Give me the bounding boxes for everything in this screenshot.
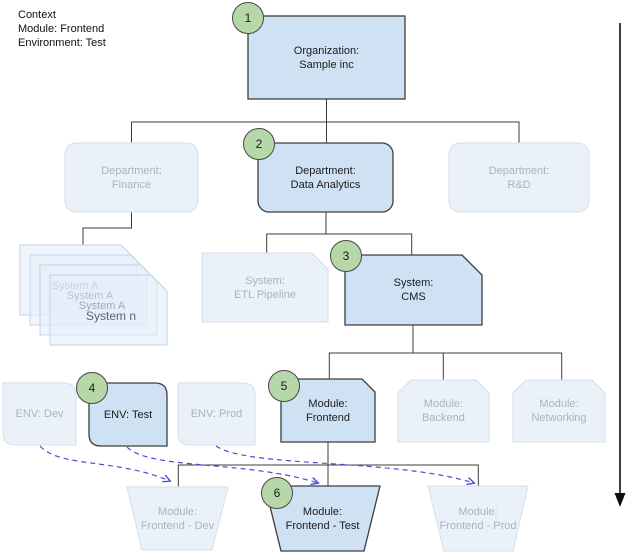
context-block: Context Module: Frontend Environment: Te… (18, 8, 106, 50)
system-stack-line-4: System n (85, 309, 136, 323)
system-stack-line-1: System A (51, 280, 99, 292)
context-environment: Environment: Test (18, 37, 106, 49)
step-badge-1: 1 (232, 2, 264, 34)
system-etl-shape (201, 252, 329, 323)
env-dev-shape (2, 382, 77, 446)
context-module: Module: Frontend (18, 23, 105, 35)
system-cms-shape (344, 254, 483, 326)
dept-rd-shape (448, 142, 590, 213)
connector-da-to-systems (266, 212, 413, 255)
connector-org-to-departments (131, 99, 520, 143)
system-stack-card-4 (49, 274, 168, 346)
dept-finance-shape (64, 142, 199, 213)
deploy-frontend-dev-shape (126, 486, 229, 551)
dashed-link-envtest-to-test (126, 446, 318, 483)
connector-cms-to-modules (328, 325, 563, 380)
step-badge-3: 3 (330, 240, 362, 272)
deploy-frontend-test-shape (264, 485, 381, 552)
system-stack-line-2: System A (66, 290, 114, 302)
system-stack-line-3: System A (78, 300, 126, 312)
dept-data-analytics-shape (257, 142, 394, 213)
dashed-link-envdev-to-dev (39, 445, 170, 481)
flow-direction-arrowhead (614, 493, 626, 507)
context-title: Context (18, 9, 56, 21)
connector-finance-to-systemstack (82, 212, 132, 245)
step-badge-6: 6 (261, 477, 293, 509)
connector-frontend-to-deployments (177, 442, 479, 487)
module-backend-shape (397, 379, 490, 443)
organization-node-shape (247, 15, 406, 100)
module-networking-shape (512, 379, 606, 443)
env-test-shape (88, 382, 168, 447)
step-badge-2: 2 (243, 128, 275, 160)
step-badge-5: 5 (268, 370, 300, 402)
dashed-link-envprod-to-prod (215, 445, 474, 483)
env-prod-shape (177, 382, 256, 446)
deploy-frontend-prod-shape (427, 485, 529, 552)
step-badge-4: 4 (76, 372, 108, 404)
